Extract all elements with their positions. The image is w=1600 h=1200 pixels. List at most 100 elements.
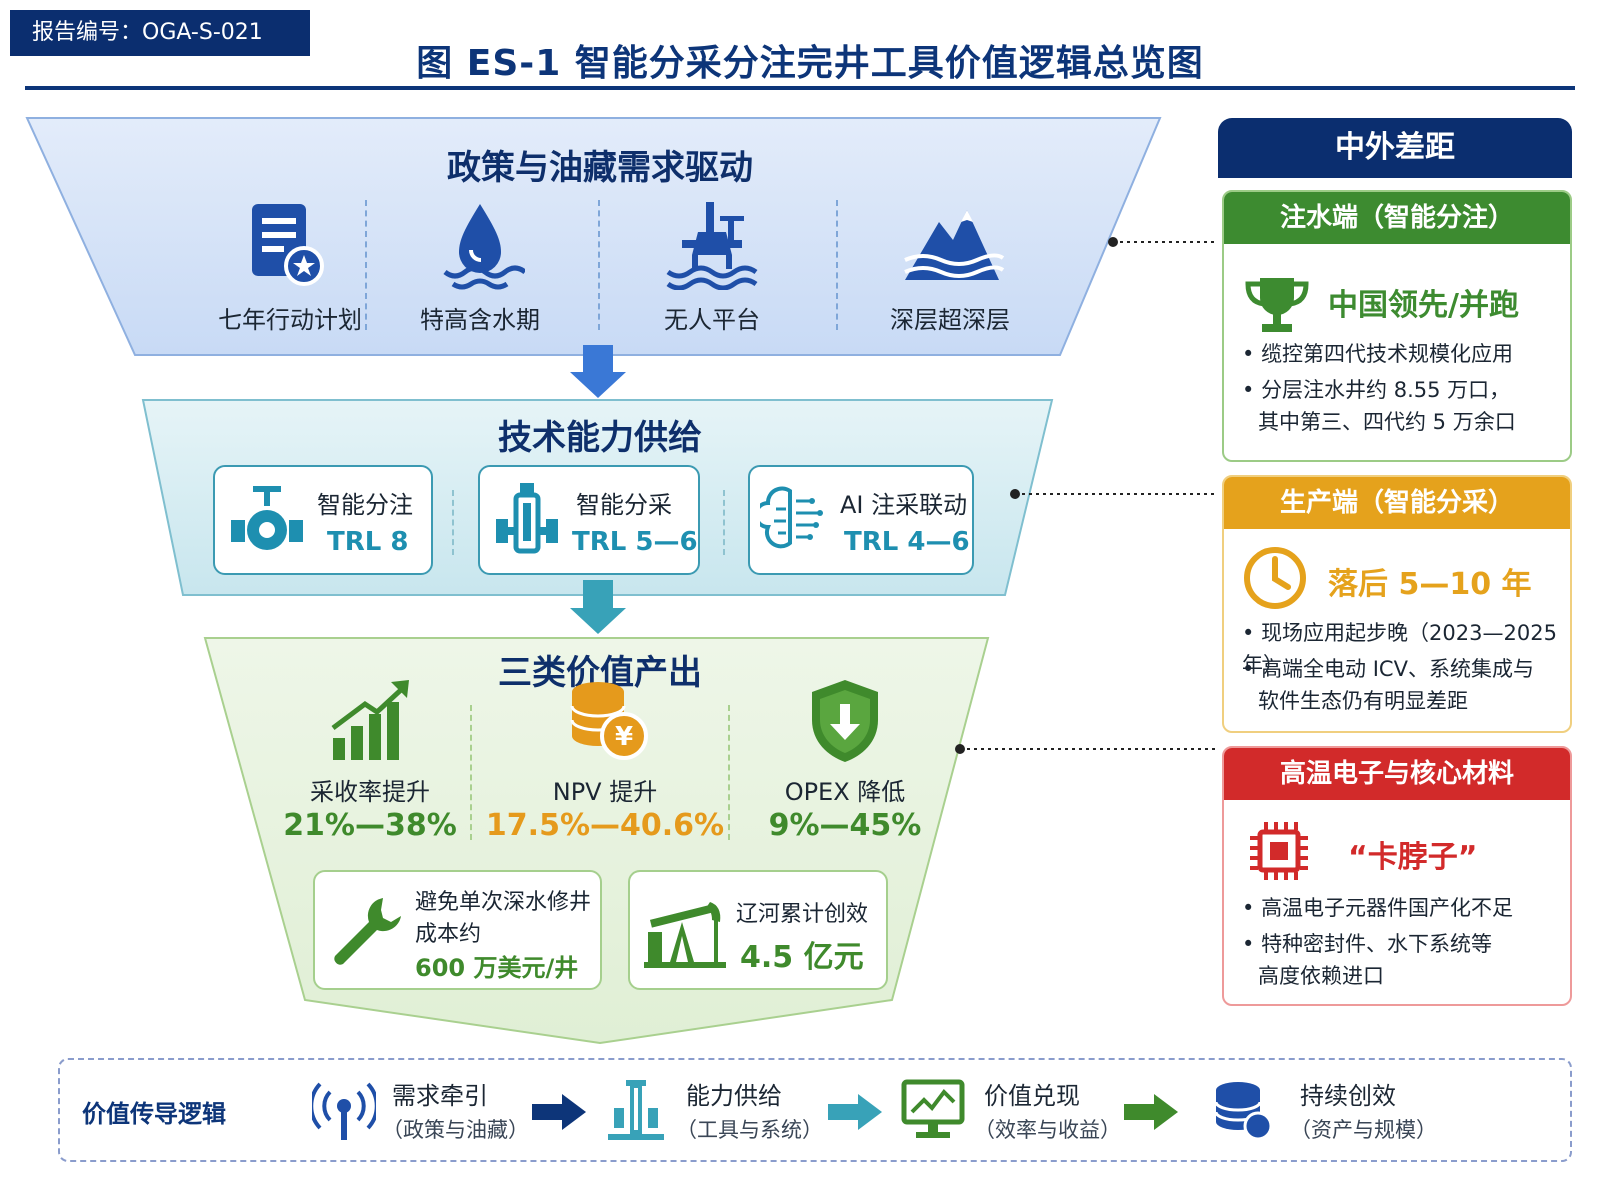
drivers-title: 政策与油藏需求驱动 [447, 148, 753, 188]
gap-card-injection-head: 注水端（智能分注） [1224, 192, 1570, 244]
production-bullet-1-text: 现场应用起步晚（2023—2025 年） [1242, 621, 1557, 677]
tech-trl-injection: TRL 8 [327, 527, 409, 557]
trophy-icon [1245, 278, 1309, 332]
production-bullet-2-text: 高端全电动 ICV、系统集成与 [1261, 657, 1534, 681]
arrow-tech-to-value [570, 580, 626, 634]
shield-down-icon [812, 680, 878, 762]
flow-step-4-sub: （资产与规模） [1290, 1118, 1437, 1142]
workover-line2: 成本约 [415, 922, 482, 947]
driver-item-policy: 七年行动计划 [190, 200, 390, 340]
divider-tech-2 [723, 490, 725, 555]
value-num-opex: 9%—45% [768, 808, 922, 843]
driver-label-deep: 深层超深层 [890, 306, 1010, 334]
injection-bullet-2: • 分层注水井约 8.55 万口， [1242, 378, 1511, 402]
production-bullet-1: • 现场应用起步晚（2023—2025 年） [1242, 621, 1557, 677]
electronics-bullet-1-text: 高温电子元器件国产化不足 [1261, 896, 1514, 920]
flow-step-1-sub: （政策与油藏） [382, 1118, 529, 1142]
electronics-bullet-2-cont: 高度依赖进口 [1258, 964, 1384, 988]
divider-tech-1 [452, 490, 454, 555]
flow-step-1-main: 需求牵引 [392, 1082, 488, 1110]
tech-trl-ai: TRL 4—6 [844, 527, 970, 557]
water-drop-icon [443, 204, 525, 290]
value-box-workover: 避免单次深水修井 成本约 600 万美元/井 [313, 870, 602, 990]
liaohe-line1: 辽河累计创效 [736, 902, 869, 927]
report-number-badge: 报告编号：OGA-S-021 [10, 10, 310, 56]
value-flow-panel: 价值传导逻辑 需求牵引 （政策与油藏） 能力供给 （工具与系统） 价值兑现 （效… [58, 1058, 1572, 1162]
value-box-liaohe: 辽河累计创效 4.5 亿元 [628, 870, 888, 990]
tool-assembly-icon [608, 1080, 664, 1140]
tech-card-ai: AI 注采联动 TRL 4—6 [748, 465, 974, 575]
tech-name-ai: AI 注采联动 [840, 491, 968, 519]
value-item-npv: ¥ NPV 提升 17.5%—40.6% [480, 676, 730, 846]
driver-item-platform: 无人平台 [612, 200, 812, 340]
liaohe-value: 4.5 亿元 [740, 940, 864, 975]
gap-panel-header: 中外差距 [1218, 118, 1572, 178]
gap-card-production: 生产端（智能分采） 落后 5—10 年 • 现场应用起步晚（2023—2025 … [1222, 475, 1572, 733]
pumpjack-icon [644, 902, 726, 968]
tech-name-production: 智能分采 [576, 491, 672, 519]
injection-bullet-1: • 缆控第四代技术规模化应用 [1242, 342, 1514, 366]
gap-card-injection-status: 中国领先/并跑 [1328, 288, 1519, 323]
flow-step-4-main: 持续创效 [1300, 1082, 1396, 1110]
divider-value-1 [470, 705, 472, 840]
divider-1 [365, 200, 367, 330]
valve-icon [231, 486, 303, 550]
flow-title: 价值传导逻辑 [82, 1100, 226, 1128]
tech-name-injection: 智能分注 [317, 491, 413, 519]
title-divider [25, 86, 1575, 90]
gap-card-electronics-head: 高温电子与核心材料 [1224, 748, 1570, 800]
production-bullet-2-cont: 软件生态仍有明显差距 [1258, 689, 1468, 713]
value-num-recovery: 21%—38% [283, 808, 457, 843]
flow-step-2-sub: （工具与系统） [676, 1118, 823, 1142]
value-item-opex: OPEX 降低 9%—45% [740, 676, 950, 846]
gap-card-injection: 注水端（智能分注） 中国领先/并跑 • 缆控第四代技术规模化应用 • 分层注水井… [1222, 190, 1572, 462]
gap-card-electronics: 高温电子与核心材料 “卡脖子” • 高温电子元器件国产化不足 • 特种密封件、水… [1222, 746, 1572, 1006]
wrench-icon [334, 898, 401, 965]
page-title: 图 ES-1 智能分采分注完井工具价值逻辑总览图 [416, 43, 1204, 84]
value-label-npv: NPV 提升 [552, 778, 658, 806]
ai-brain-icon [760, 486, 823, 549]
driver-label-platform: 无人平台 [664, 306, 760, 334]
arrow-right-icon [1124, 1094, 1178, 1130]
tech-card-injection: 智能分注 TRL 8 [213, 465, 433, 575]
divider-value-2 [728, 705, 730, 840]
workover-value: 600 万美元/井 [415, 954, 579, 982]
tech-title: 技术能力供给 [498, 418, 702, 458]
arrow-right-icon [828, 1094, 882, 1130]
growth-chart-icon [331, 680, 409, 760]
injection-bullet-1-text: 缆控第四代技术规模化应用 [1261, 342, 1514, 366]
value-label-recovery: 采收率提升 [310, 778, 430, 806]
flow-step-3-sub: （效率与收益） [974, 1118, 1121, 1142]
production-bullet-2: • 高端全电动 ICV、系统集成与 [1242, 657, 1534, 681]
driver-item-water: 特高含水期 [380, 200, 580, 340]
database-icon [1214, 1082, 1273, 1141]
electronics-bullet-2-text: 特种密封件、水下系统等 [1261, 932, 1493, 956]
value-item-recovery: 采收率提升 21%—38% [265, 676, 475, 846]
arrow-drivers-to-tech [570, 345, 626, 398]
tech-trl-production: TRL 5—6 [572, 527, 698, 557]
injection-bullet-2-text: 分层注水井约 8.55 万口， [1261, 378, 1511, 402]
workover-line1: 避免单次深水修井 [415, 890, 592, 915]
coins-yuan-icon: ¥ [570, 682, 648, 760]
driver-label-policy: 七年行动计划 [218, 306, 362, 334]
gap-card-electronics-status: “卡脖子” [1348, 840, 1478, 875]
offshore-platform-icon [666, 202, 758, 290]
divider-2 [598, 200, 600, 330]
gap-card-production-head: 生产端（智能分采） [1224, 477, 1570, 529]
tech-card-production: 智能分采 TRL 5—6 [478, 465, 700, 575]
monitor-chart-icon [901, 1079, 965, 1138]
driver-label-water: 特高含水期 [420, 306, 540, 334]
policy-document-icon [252, 204, 324, 286]
signal-icon [312, 1082, 376, 1140]
chip-icon [1250, 822, 1308, 880]
mountain-layers-icon [904, 210, 1005, 280]
flow-step-3-main: 价值兑现 [984, 1082, 1080, 1110]
gap-card-production-status: 落后 5—10 年 [1328, 567, 1532, 602]
injection-bullet-2-cont: 其中第三、四代约 5 万余口 [1258, 410, 1516, 434]
arrow-right-icon [532, 1094, 586, 1130]
electronics-bullet-2: • 特种密封件、水下系统等 [1242, 932, 1493, 956]
divider-3 [836, 200, 838, 330]
flow-step-2-main: 能力供给 [686, 1082, 782, 1110]
value-num-npv: 17.5%—40.6% [485, 808, 725, 843]
value-label-opex: OPEX 降低 [784, 778, 906, 806]
